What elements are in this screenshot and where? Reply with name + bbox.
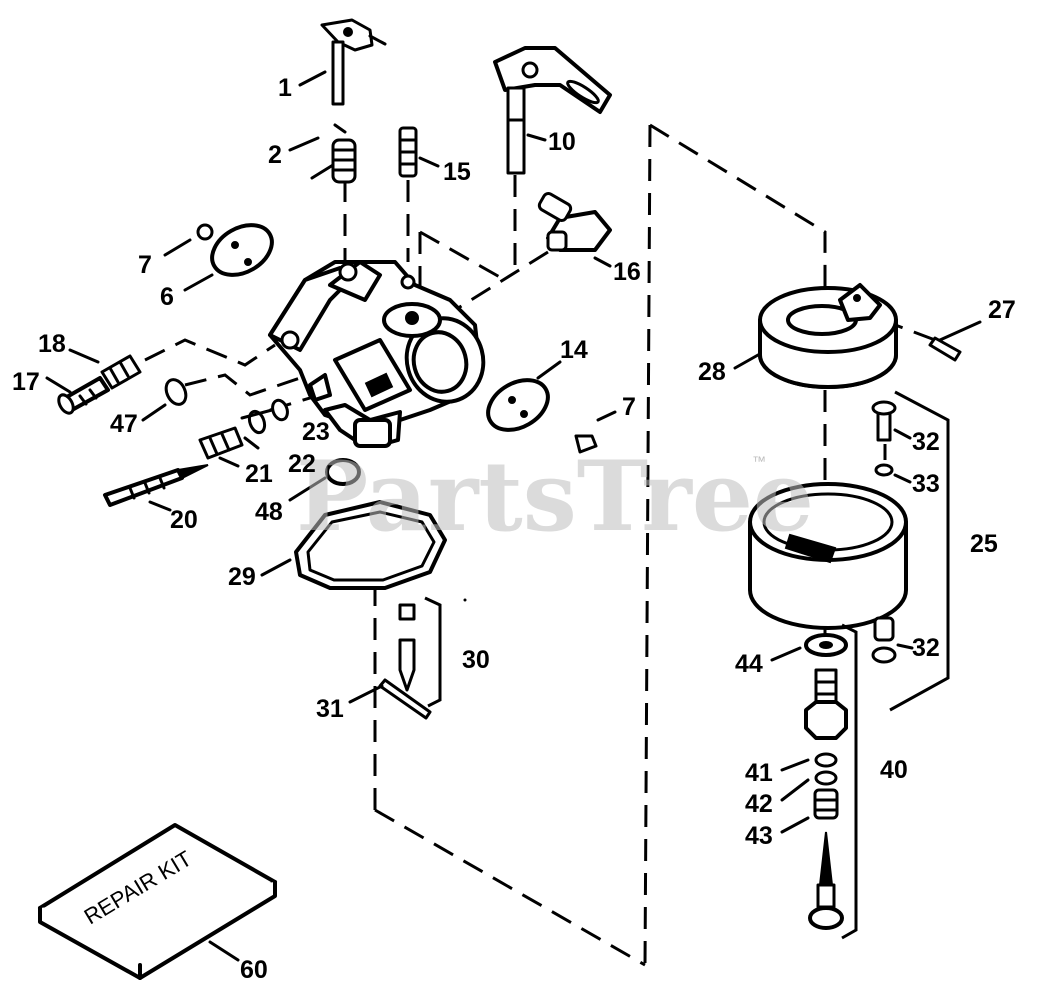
part-6-throttle-plate [210, 223, 274, 277]
callout-21: 21 [245, 460, 273, 488]
callout-41: 41 [745, 759, 773, 787]
part-29-bowl-gasket [294, 500, 447, 590]
part-10-choke-shaft [493, 46, 612, 175]
callout-25: 25 [970, 530, 998, 558]
callout-6: 6 [160, 283, 174, 311]
callout-48: 48 [255, 498, 283, 526]
part-27-float-shaft [928, 336, 962, 362]
callout-32-lower: 32 [912, 634, 940, 662]
callout-32-upper: 32 [912, 428, 940, 456]
part-28-float [758, 283, 898, 389]
part-20-main-needle [103, 464, 209, 507]
part-18-idle-spring [100, 354, 142, 390]
part-15-idle-screw [398, 126, 418, 178]
part-16-fuel-inlet-fitting [537, 192, 612, 252]
part-1-throttle-shaft [320, 18, 387, 106]
part-43-spring [813, 788, 839, 820]
part-44-gasket [804, 633, 848, 657]
callout-16: 16 [613, 258, 641, 286]
part-31-float-pin [378, 678, 432, 720]
part-32-lower-spring [871, 616, 897, 664]
callout-18: 18 [38, 330, 66, 358]
callout-29: 29 [228, 563, 256, 591]
part-42-o-ring [814, 770, 838, 786]
part-21-spring [198, 426, 244, 460]
part-60-repair-kit: REPAIR KIT [38, 823, 277, 980]
part-17-idle-mixture-screw [57, 376, 110, 415]
callout-28: 28 [698, 358, 726, 386]
callout-27: 27 [988, 296, 1016, 324]
float-bowl [748, 482, 908, 630]
part-33-washer [874, 463, 894, 477]
callout-7-upper: 7 [138, 251, 152, 279]
part-2-throttle-spring [310, 123, 357, 184]
callout-1: 1 [278, 74, 292, 102]
callout-44: 44 [735, 650, 763, 678]
part-7-choke-plate-screw [574, 434, 598, 454]
callout-17: 17 [12, 368, 40, 396]
carburetor-body [268, 260, 486, 448]
callout-40: 40 [880, 756, 908, 784]
callout-2: 2 [268, 141, 282, 169]
part-41-washer [814, 752, 838, 768]
part-14-choke-plate [486, 378, 550, 432]
callout-7-lower: 7 [622, 393, 636, 421]
callout-20: 20 [170, 506, 198, 534]
watermark-tm: ™ [752, 453, 766, 469]
callout-10: 10 [548, 128, 576, 156]
callout-31: 31 [316, 695, 344, 723]
callout-42: 42 [745, 790, 773, 818]
part-32-bowl-drain-screw [871, 400, 897, 442]
part-22-washer [247, 409, 267, 435]
part-40-needle [808, 831, 844, 930]
part-7-plate-screw [196, 223, 214, 241]
callout-22: 22 [288, 450, 316, 478]
part-40-main-adjust-assembly [804, 668, 848, 740]
callout-33: 33 [912, 470, 940, 498]
callout-labels: 1 2 15 10 16 7 6 18 17 47 23 22 21 20 48… [12, 74, 1016, 984]
callout-47: 47 [110, 410, 138, 438]
watermark-brand: PartsTree [296, 440, 814, 553]
part-30-inlet-needle-seat [398, 603, 416, 692]
leader-lines [45, 70, 982, 962]
callout-brackets [424, 390, 950, 940]
callout-14: 14 [560, 336, 588, 364]
callout-60: 60 [240, 956, 268, 984]
part-23-o-ring [271, 398, 289, 422]
callout-30: 30 [462, 646, 490, 674]
callout-15: 15 [443, 158, 471, 186]
part-47-o-ring [164, 378, 188, 406]
callout-23: 23 [302, 418, 330, 446]
partstree-watermark: PartsTree ™ [296, 440, 814, 553]
callout-43: 43 [745, 822, 773, 850]
part-48-welch-plug [325, 458, 361, 486]
